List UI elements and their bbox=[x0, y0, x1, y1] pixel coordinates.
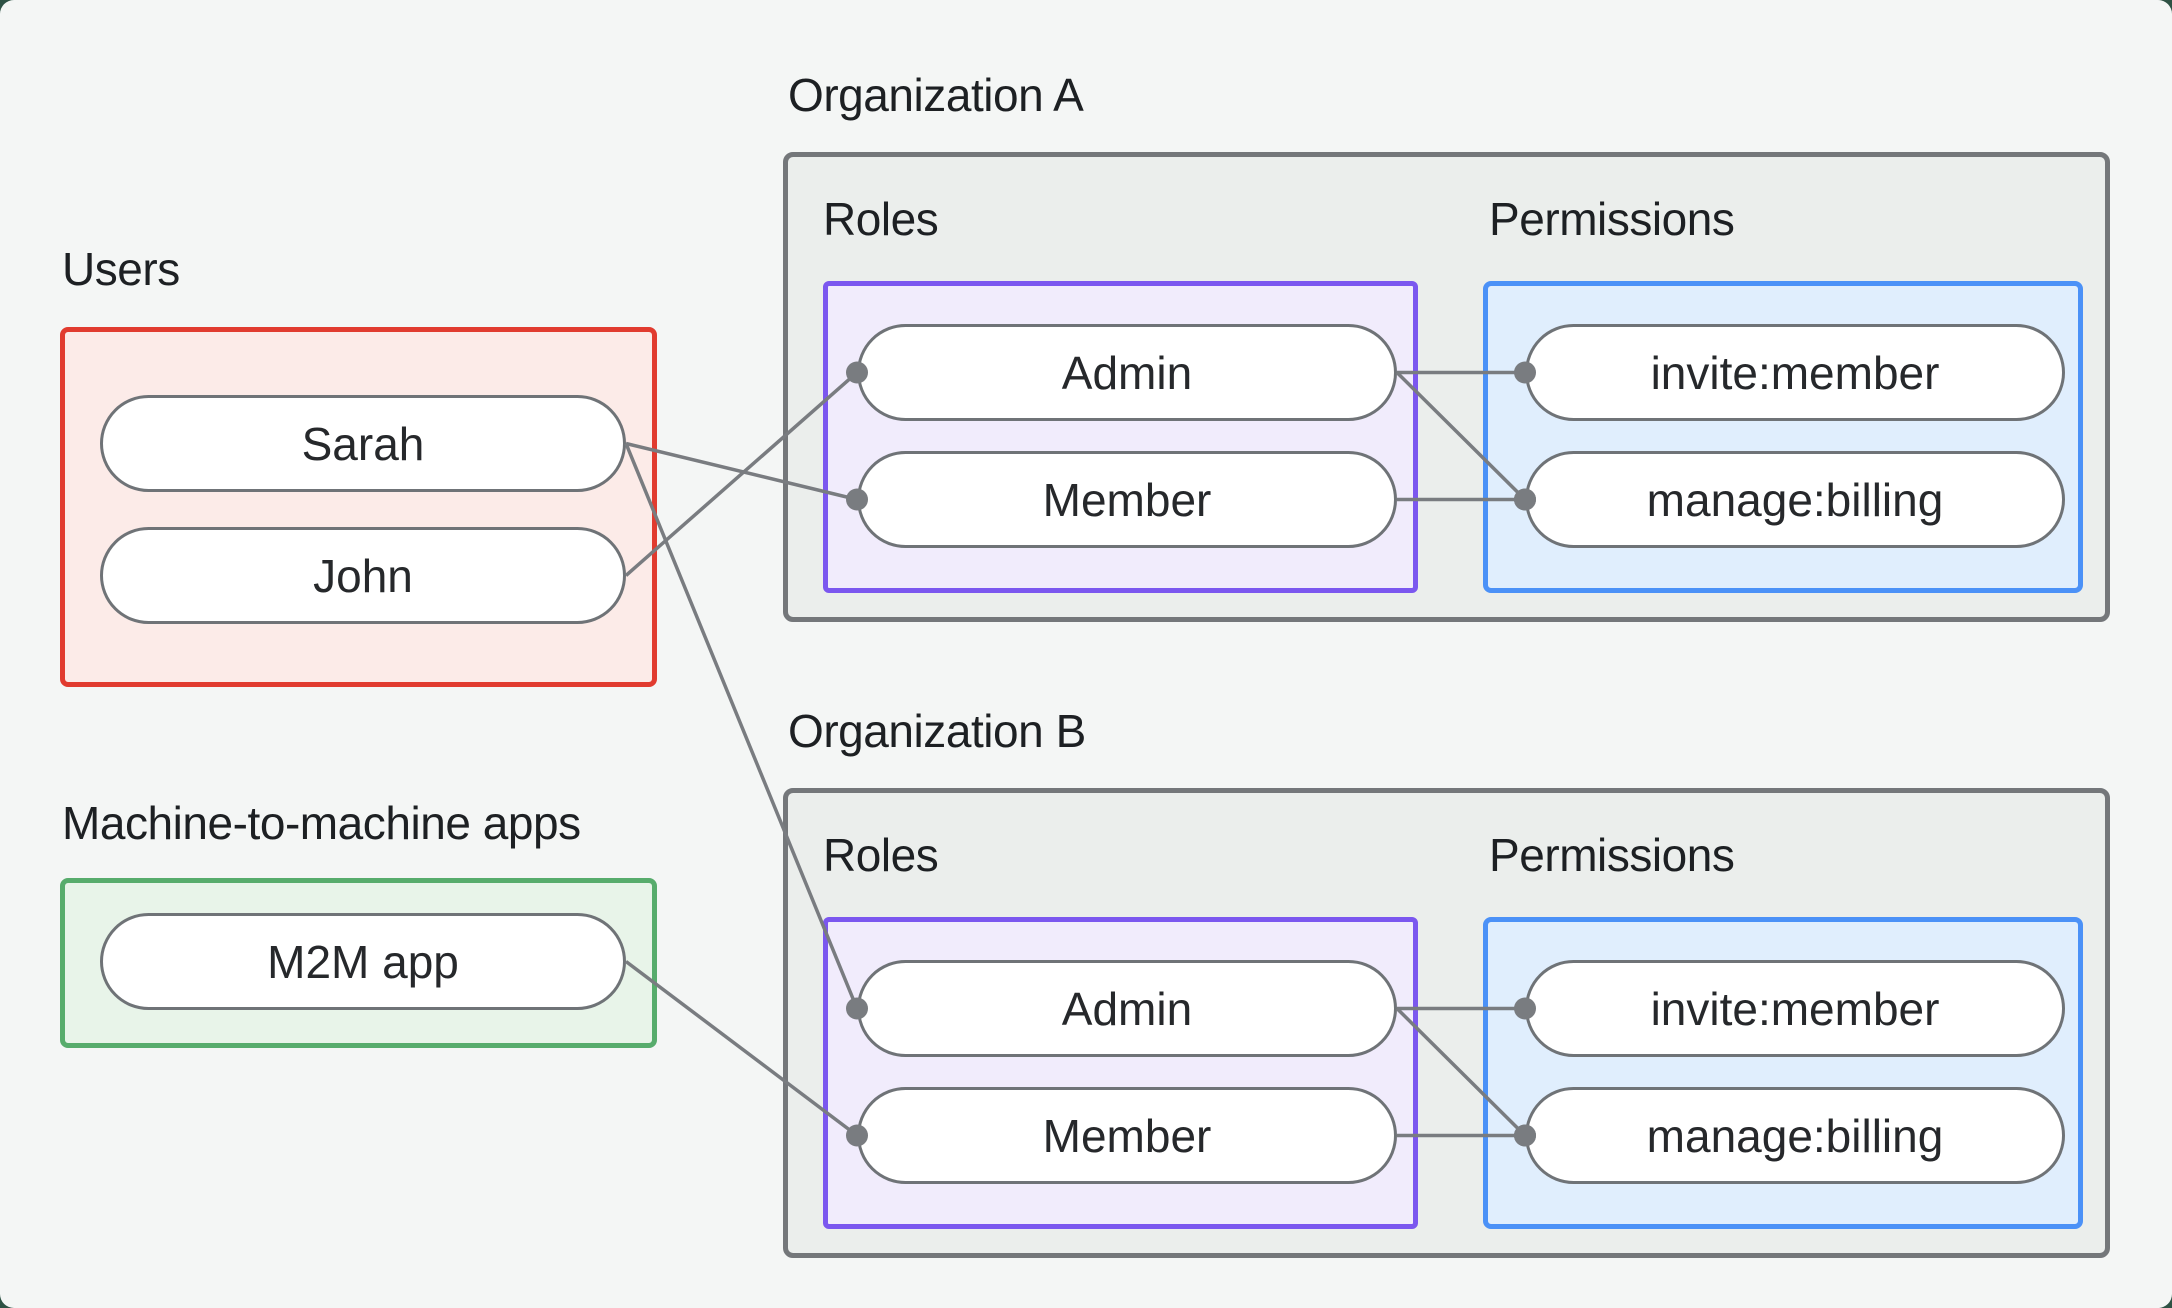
m2m-app-pill: M2M app bbox=[100, 913, 626, 1010]
m2m-group-label: Machine-to-machine apps bbox=[62, 797, 581, 849]
organization-a-roles-label: Roles bbox=[823, 193, 939, 245]
role-pill-admin-a: Admin bbox=[857, 324, 1397, 421]
role-pill-admin-b: Admin bbox=[857, 960, 1397, 1057]
user-pill-sarah: Sarah bbox=[100, 395, 626, 492]
organization-b-box: Roles Admin Member Permissions invite:me… bbox=[783, 788, 2110, 1258]
organization-a-permissions-label: Permissions bbox=[1489, 193, 1735, 245]
users-group-box bbox=[60, 327, 657, 687]
permission-pill-invite-member-a: invite:member bbox=[1525, 324, 2065, 421]
role-pill-member-a: Member bbox=[857, 451, 1397, 548]
permission-pill-manage-billing-a: manage:billing bbox=[1525, 451, 2065, 548]
organization-b-permissions-label: Permissions bbox=[1489, 829, 1735, 881]
organization-a-box: Roles Admin Member Permissions invite:me… bbox=[783, 152, 2110, 622]
organization-b-title: Organization B bbox=[788, 705, 1086, 757]
organization-a-title: Organization A bbox=[788, 69, 1084, 121]
permission-pill-manage-billing-b: manage:billing bbox=[1525, 1087, 2065, 1184]
role-pill-member-b: Member bbox=[857, 1087, 1397, 1184]
permission-pill-invite-member-b: invite:member bbox=[1525, 960, 2065, 1057]
user-pill-john: John bbox=[100, 527, 626, 624]
organization-b-roles-label: Roles bbox=[823, 829, 939, 881]
users-group-label: Users bbox=[62, 243, 180, 295]
